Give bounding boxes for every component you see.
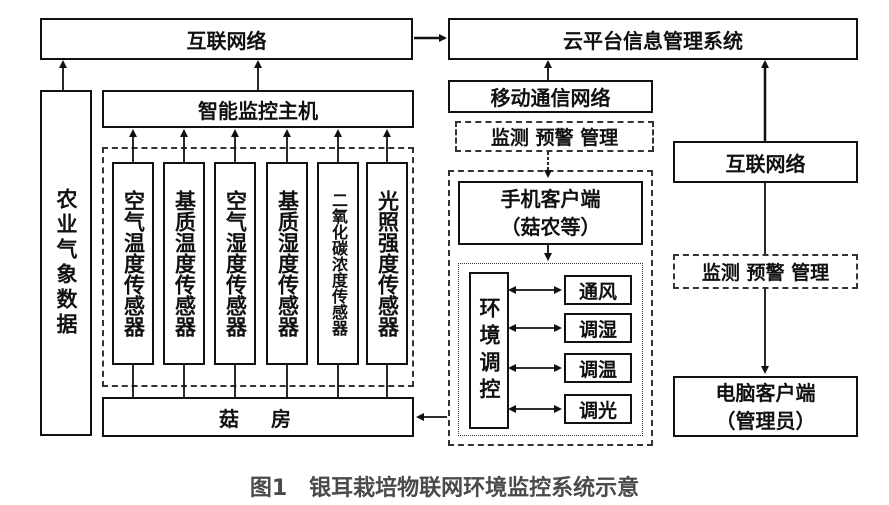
env-control-group <box>458 263 643 436</box>
control-label: 调温 <box>578 358 617 381</box>
internet-top-label: 互联网络 <box>186 28 267 53</box>
control-temperature: 调温 <box>564 353 632 383</box>
internet-right-box: 互联网络 <box>673 141 858 183</box>
cloud-platform-box: 云平台信息管理系统 <box>448 18 858 60</box>
phone-client-line1: 手机客户端 <box>500 187 601 211</box>
sensor-label: 光照强度传感器 <box>375 190 400 337</box>
control-label: 调光 <box>578 399 617 422</box>
sensor-substrate-temperature: 基质温度传感器 <box>163 162 205 365</box>
sensor-label: 基质湿度传感器 <box>275 190 300 337</box>
sensor-light-intensity: 光照强度传感器 <box>366 162 408 365</box>
monitor-mobile-label: 监测 预警 管理 <box>490 127 619 149</box>
agri-weather-label: 农业气象数据 <box>54 188 78 338</box>
sensor-air-humidity: 空气湿度传感器 <box>214 162 256 365</box>
agri-weather-box: 农业气象数据 <box>40 90 92 436</box>
pc-client-line2: （管理员） <box>715 408 816 433</box>
sensor-group <box>102 147 414 387</box>
phone-client-box: 手机客户端 （菇农等） <box>458 181 643 245</box>
sensor-label: 空气温度传感器 <box>121 190 146 337</box>
control-label: 通风 <box>578 280 617 303</box>
env-control-label: 环境调控 <box>477 296 501 405</box>
monitor-warning-management-mobile: 监测 预警 管理 <box>455 121 654 152</box>
sensor-label: 空气湿度传感器 <box>223 190 248 337</box>
control-ventilation: 通风 <box>564 275 632 305</box>
pc-client-box: 电脑客户端 （管理员） <box>673 376 858 437</box>
mushroom-house-label: 菇 房 <box>219 406 297 431</box>
control-humidity: 调湿 <box>564 313 632 343</box>
internet-top-box: 互联网络 <box>40 18 413 60</box>
smart-host-label: 智能监控主机 <box>198 98 318 123</box>
sensor-label: 二氧化碳浓度传感器 <box>329 191 348 336</box>
internet-right-label: 互联网络 <box>725 151 806 176</box>
sensor-co2-concentration: 二氧化碳浓度传感器 <box>317 162 359 365</box>
control-light: 调光 <box>564 394 632 424</box>
sensor-label: 基质温度传感器 <box>172 190 197 337</box>
monitor-pc-label: 监测 预警 管理 <box>701 262 830 284</box>
cloud-platform-label: 云平台信息管理系统 <box>563 28 743 53</box>
sensor-air-temperature: 空气温度传感器 <box>112 162 154 365</box>
phone-client-line2: （菇农等） <box>500 215 601 239</box>
pc-client-line1: 电脑客户端 <box>715 380 816 405</box>
sensor-substrate-humidity: 基质湿度传感器 <box>266 162 308 365</box>
monitor-warning-management-pc: 监测 预警 管理 <box>673 254 858 289</box>
mushroom-house-box: 菇 房 <box>102 397 414 437</box>
mobile-network-box: 移动通信网络 <box>448 80 653 113</box>
mobile-network-label: 移动通信网络 <box>490 86 611 110</box>
smart-host-box: 智能监控主机 <box>102 90 414 128</box>
control-label: 调湿 <box>578 318 617 341</box>
figure-caption: 图1 银耳栽培物联网环境监控系统示意 <box>249 476 640 501</box>
env-control-box: 环境调控 <box>469 272 509 429</box>
